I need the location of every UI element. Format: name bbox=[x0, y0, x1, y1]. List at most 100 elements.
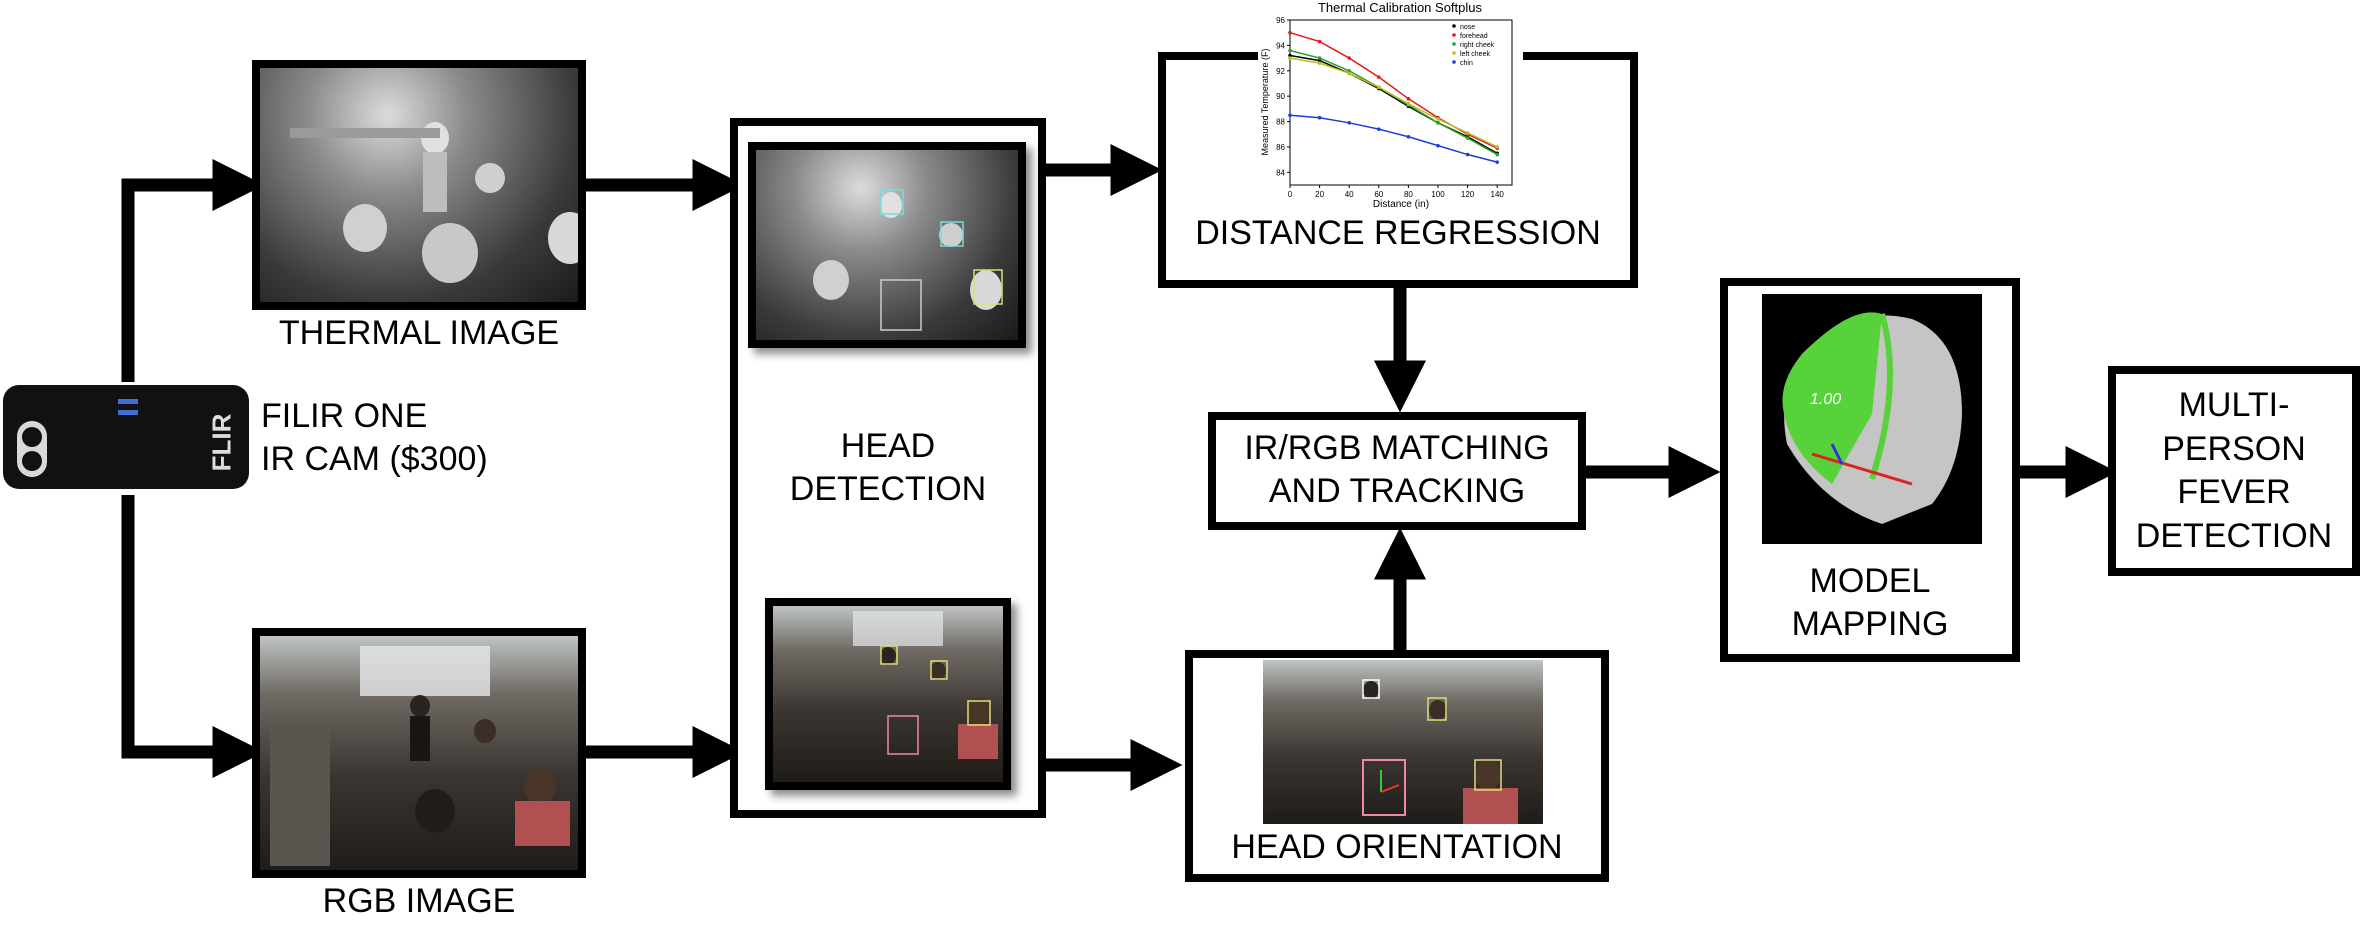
camera-indicator bbox=[118, 399, 138, 404]
data-point-right-cheek bbox=[1288, 48, 1292, 53]
head-orientation-label: HEAD ORIENTATION bbox=[1231, 828, 1563, 866]
data-point-forehead bbox=[1288, 30, 1292, 35]
fever-detection-output-label: MULTI- PERSON FEVER DETECTION bbox=[2108, 384, 2360, 558]
series-line-forehead bbox=[1289, 31, 1498, 149]
data-point-chin bbox=[1406, 134, 1411, 139]
legend-marker bbox=[1452, 24, 1456, 28]
thermal-image-picture bbox=[252, 60, 586, 310]
x-tick-label: 140 bbox=[1491, 190, 1505, 199]
model-mapping-line2: MAPPING bbox=[1791, 604, 1949, 643]
camera-label-line1: FILIR ONE bbox=[261, 397, 428, 435]
ir-rgb-matching-line1: IR/RGB MATCHING bbox=[1244, 429, 1550, 467]
head-detection-rgb-picture bbox=[765, 598, 1011, 790]
legend-label: left cheek bbox=[1460, 51, 1490, 58]
x-tick-label: 0 bbox=[1288, 190, 1293, 199]
data-point-left-cheek bbox=[1495, 145, 1499, 149]
y-tick-label: 86 bbox=[1276, 143, 1285, 152]
flir-camera-device: FLIR bbox=[3, 385, 249, 489]
thermal-scene-figures bbox=[290, 122, 578, 283]
chart-xlabel: Distance (in) bbox=[1373, 199, 1429, 210]
camera-indicator bbox=[118, 410, 138, 415]
data-point-chin bbox=[1288, 113, 1292, 117]
y-tick-label: 96 bbox=[1276, 16, 1285, 25]
data-point-left-cheek bbox=[1406, 101, 1411, 106]
data-point-chin bbox=[1465, 152, 1470, 157]
data-point-nose bbox=[1317, 58, 1322, 63]
legend-label: forehead bbox=[1460, 33, 1488, 40]
head-detection-label: HEAD DETECTION bbox=[730, 425, 1046, 510]
model-mapping-picture: 1.00 bbox=[1762, 294, 1982, 544]
chart-title: Thermal Calibration Softplus bbox=[1318, 0, 1483, 15]
head-mesh-model: 1.00 bbox=[1782, 312, 1962, 524]
ir-rgb-matching-label: IR/RGB MATCHING AND TRACKING bbox=[1208, 427, 1586, 512]
head-detection-label-line1: HEAD bbox=[840, 427, 936, 465]
data-point-right-cheek bbox=[1495, 152, 1499, 157]
x-tick-label: 60 bbox=[1374, 190, 1383, 199]
camera-brand-logo: FLIR bbox=[206, 413, 237, 472]
plot-area-frame bbox=[1289, 19, 1513, 186]
x-tick-label: 100 bbox=[1431, 190, 1445, 199]
head-detection-thermal-picture bbox=[748, 142, 1026, 348]
output-line3: FEVER bbox=[2177, 473, 2291, 512]
orientation-axes-overlay bbox=[1362, 679, 1518, 824]
output-line4: DETECTION bbox=[2135, 516, 2333, 555]
x-tick-label: 20 bbox=[1315, 190, 1324, 199]
camera-label: FILIR ONE IR CAM ($300) bbox=[261, 395, 488, 480]
fever-detection-output-box bbox=[2108, 366, 2360, 576]
data-point-forehead bbox=[1406, 96, 1411, 101]
y-tick-label: 92 bbox=[1276, 67, 1285, 76]
model-overlay-score: 1.00 bbox=[1810, 391, 1841, 408]
rgb-image-picture bbox=[252, 628, 586, 878]
ir-rgb-matching-line2: AND TRACKING bbox=[1268, 471, 1526, 510]
x-tick-label: 40 bbox=[1345, 190, 1354, 199]
model-mapping-line1: MODEL bbox=[1809, 562, 1931, 600]
data-point-chin bbox=[1347, 121, 1351, 125]
arrow-camera-to-thermal bbox=[121, 159, 265, 382]
data-point-forehead bbox=[1347, 56, 1351, 60]
legend-marker bbox=[1452, 60, 1456, 64]
y-tick-label: 90 bbox=[1276, 92, 1285, 101]
arrow-camera-to-rgb bbox=[121, 495, 265, 778]
thermal-image-label: THERMAL IMAGE bbox=[278, 314, 560, 352]
data-point-right-cheek bbox=[1347, 68, 1351, 73]
data-point-left-cheek bbox=[1317, 61, 1322, 65]
legend-label: nose bbox=[1460, 24, 1475, 31]
data-point-forehead bbox=[1317, 39, 1322, 44]
data-point-nose bbox=[1288, 53, 1292, 58]
data-point-left-cheek bbox=[1347, 71, 1351, 76]
head-orientation-picture bbox=[1263, 660, 1543, 824]
data-point-forehead bbox=[1377, 75, 1381, 79]
legend-label: right cheek bbox=[1460, 42, 1495, 49]
data-point-left-cheek bbox=[1377, 85, 1381, 90]
legend-marker bbox=[1452, 42, 1456, 46]
y-tick-label: 88 bbox=[1276, 118, 1285, 127]
camera-lens-icon bbox=[22, 427, 42, 447]
detection-thermal-boxes bbox=[813, 189, 1003, 331]
data-point-left-cheek bbox=[1288, 56, 1292, 60]
legend-marker bbox=[1452, 33, 1456, 37]
detection-rgb-boxes bbox=[853, 611, 998, 759]
data-point-chin bbox=[1317, 115, 1322, 120]
head-detection-label-line2: DETECTION bbox=[789, 469, 987, 508]
data-point-left-cheek bbox=[1436, 117, 1440, 121]
y-tick-label: 84 bbox=[1276, 168, 1285, 177]
data-point-left-cheek bbox=[1465, 131, 1470, 135]
legend-marker bbox=[1452, 51, 1456, 55]
series-line-chin bbox=[1289, 114, 1498, 163]
data-point-right-cheek bbox=[1317, 56, 1322, 60]
series-line-nose bbox=[1289, 54, 1498, 154]
model-mapping-label: MODEL MAPPING bbox=[1720, 560, 2020, 645]
legend-label: chin bbox=[1460, 60, 1473, 67]
data-point-right-cheek bbox=[1436, 121, 1440, 125]
data-point-chin bbox=[1436, 143, 1440, 148]
rgb-image-label: RGB IMAGE bbox=[322, 882, 516, 920]
output-line2: PERSON bbox=[2162, 429, 2306, 468]
camera-lens-icon bbox=[22, 451, 42, 471]
data-point-right-cheek bbox=[1465, 136, 1470, 140]
data-point-chin bbox=[1495, 160, 1499, 164]
output-line1: MULTI- bbox=[2178, 386, 2290, 424]
ir-rgb-matching-box bbox=[1208, 412, 1586, 530]
series-line-left-cheek bbox=[1289, 57, 1498, 148]
y-tick-label: 94 bbox=[1276, 41, 1285, 50]
